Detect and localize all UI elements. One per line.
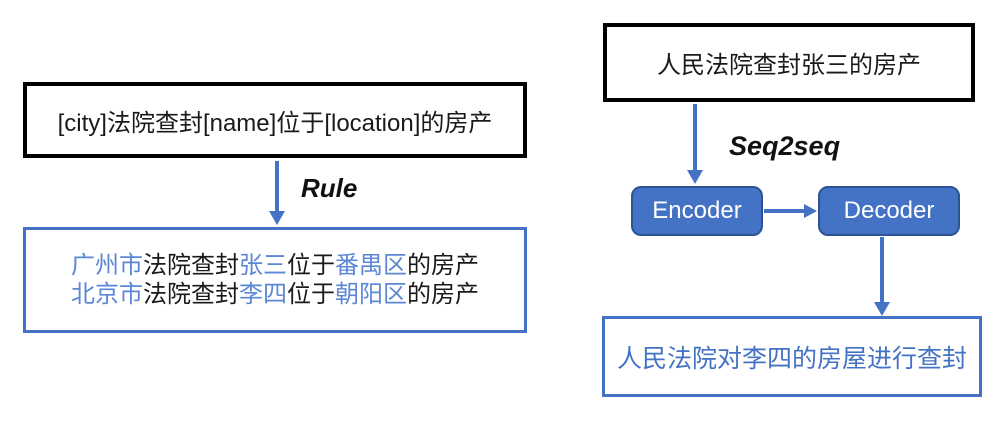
entity-name: 张三: [239, 252, 287, 279]
seq2seq-input-text: 人民法院查封张三的房产: [657, 52, 921, 79]
entity-location: 朝阳区: [335, 281, 407, 308]
rule-flow-arrow-down-icon: [269, 161, 285, 225]
seq2seq-input-box: 人民法院查封张三的房产: [603, 23, 975, 102]
seq2seq-flow-arrow-down-icon: [687, 104, 703, 184]
rule-template-text: [city]法院查封[name]位于[location]的房产: [57, 109, 493, 137]
rule-output-line: 北京市法院查封李四位于朝阳区的房产: [71, 280, 479, 309]
seq2seq-output-box: 人民法院对李四的房屋进行查封: [602, 316, 982, 397]
seq2seq-output-text: 人民法院对李四的房屋进行查封: [616, 344, 967, 373]
plain-text: 法院查封: [143, 252, 239, 279]
decoder-node: Decoder: [818, 186, 960, 236]
plain-text: 的房产: [407, 281, 479, 308]
rule-method-label: Rule: [301, 173, 358, 203]
entity-city: 广州市: [71, 252, 143, 279]
plain-text: 位于: [287, 252, 335, 279]
rule-template-box: [city]法院查封[name]位于[location]的房产: [23, 82, 527, 158]
rule-output-box: 广州市法院查封张三位于番禺区的房产 北京市法院查封李四位于朝阳区的房产: [23, 227, 527, 333]
plain-text: 法院查封: [143, 281, 239, 308]
entity-city: 北京市: [71, 281, 143, 308]
decoder-label: Decoder: [843, 197, 935, 224]
encoder-label: Encoder: [652, 197, 742, 224]
rule-output-line: 广州市法院查封张三位于番禺区的房产: [71, 251, 479, 280]
plain-text: 位于: [287, 281, 335, 308]
seq2seq-method-label: Seq2seq: [729, 131, 841, 161]
entity-location: 番禺区: [335, 252, 407, 279]
plain-text: 的房产: [407, 252, 479, 279]
encoder-node: Encoder: [631, 186, 763, 236]
entity-name: 李四: [239, 281, 287, 308]
encoder-to-decoder-arrow-right-icon: [764, 204, 817, 218]
decoder-to-output-arrow-down-icon: [874, 237, 890, 316]
